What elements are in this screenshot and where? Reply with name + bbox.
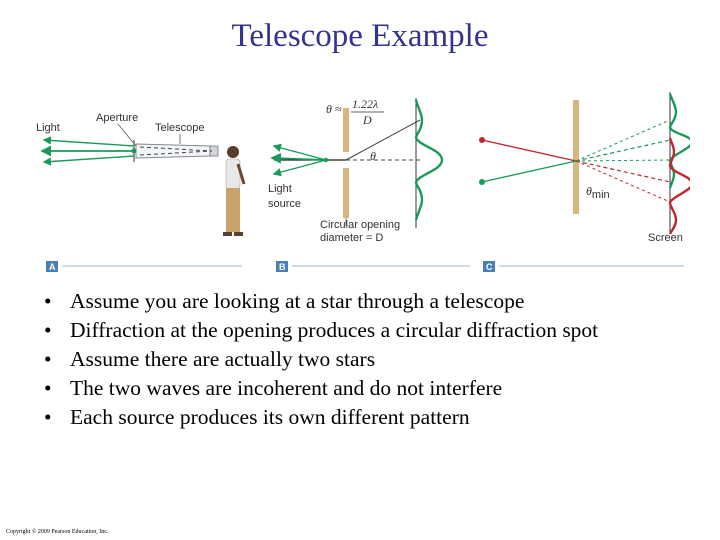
panel-a-tag-text: A (49, 262, 56, 272)
panel-b-source (323, 157, 329, 163)
panel-b-angle-line (345, 119, 421, 161)
panel-c-red-dashed-2 (575, 160, 671, 203)
panel-c-green-pattern (668, 93, 690, 189)
panel-c-red-pattern (668, 137, 690, 235)
bullet-dot: • (44, 318, 52, 342)
panel-b-diameter-label: diameter = D (320, 232, 383, 244)
figure-svg: Light Aperture Telescope (36, 92, 690, 272)
bullet-item: • Diffraction at the opening produces a c… (44, 316, 704, 345)
bullet-text: Assume you are looking at a star through… (70, 289, 525, 313)
panel-a-ray-up (42, 136, 135, 147)
panel-b-source-label: source (268, 198, 301, 210)
bullet-text: Assume there are actually two stars (70, 347, 376, 371)
diffraction-figure: Light Aperture Telescope (30, 80, 690, 275)
formula-numerator: 1.22λ (352, 97, 378, 111)
bullet-item: • Assume there are actually two stars (44, 345, 704, 374)
panel-b-tag-text: B (279, 262, 286, 272)
bullet-item: • Each source produces its own different … (44, 403, 704, 432)
panel-c-tag (483, 261, 495, 272)
formula-theta-approx: θ ≈ (326, 102, 342, 116)
panel-a: Light Aperture Telescope (36, 112, 246, 272)
panel-b-light-label: Light (268, 183, 292, 195)
bullet-text: The two waves are incoherent and do not … (70, 376, 503, 400)
panel-c: θmin Screen C (479, 92, 690, 272)
bullet-item: • The two waves are incoherent and do not… (44, 374, 704, 403)
telescope-ray-2 (139, 150, 213, 156)
panel-c-green-ray (481, 160, 577, 183)
panel-b-ray-center (270, 152, 327, 164)
panel-c-green-dashed-3 (575, 159, 671, 162)
panel-a-tag (46, 261, 58, 272)
slit-plate-bottom (343, 168, 349, 218)
bullet-item: • Assume you are looking at a star throug… (44, 287, 704, 316)
copyright-notice: Copyright © 2009 Pearson Education, Inc. (6, 529, 109, 535)
panel-b-diffraction-pattern (414, 99, 444, 221)
aperture-pointer (117, 123, 137, 147)
panel-b-opening-label: Circular opening (320, 219, 400, 231)
bullet-dot: • (44, 376, 52, 400)
panel-b-tag (276, 261, 288, 272)
bullet-text: Diffraction at the opening produces a ci… (70, 318, 599, 342)
bullet-dot: • (44, 405, 52, 429)
panel-c-red-dashed (575, 160, 671, 183)
slit-plate-top (343, 108, 349, 152)
panel-c-green-dashed (575, 139, 671, 162)
bullet-dot: • (44, 289, 52, 313)
bullet-dot: • (44, 347, 52, 371)
panel-b-ray-up (272, 143, 327, 161)
bullet-text: Each source produces its own different p… (70, 405, 470, 429)
panel-a-ray-down (42, 155, 135, 166)
panel-c-tag-text: C (486, 262, 493, 272)
formula-denominator: D (362, 113, 372, 127)
panel-c-screen-label: Screen (648, 232, 683, 244)
telescope-tube (135, 143, 211, 159)
panel-c-red-ray (481, 139, 577, 162)
panel-c-slit-plate (573, 100, 579, 214)
panel-b-theta: θ (370, 149, 376, 163)
panel-b-ray-down (272, 159, 327, 177)
panel-c-green-dashed-2 (575, 119, 671, 162)
panel-b: θ ≈ 1.22λ D θ Light source Circular open… (268, 97, 470, 272)
panel-a-ray-origin (131, 148, 137, 154)
telescope-ray-1 (139, 146, 213, 152)
panel-a-telescope-label: Telescope (155, 122, 205, 134)
panel-c-theta-min: θmin (586, 184, 610, 201)
panel-a-light-label: Light (36, 122, 60, 134)
slide-title: Telescope Example (231, 18, 489, 54)
observer-figure (223, 146, 246, 236)
panel-a-aperture-label: Aperture (96, 112, 138, 124)
bullet-list: • Assume you are looking at a star throug… (44, 287, 704, 432)
